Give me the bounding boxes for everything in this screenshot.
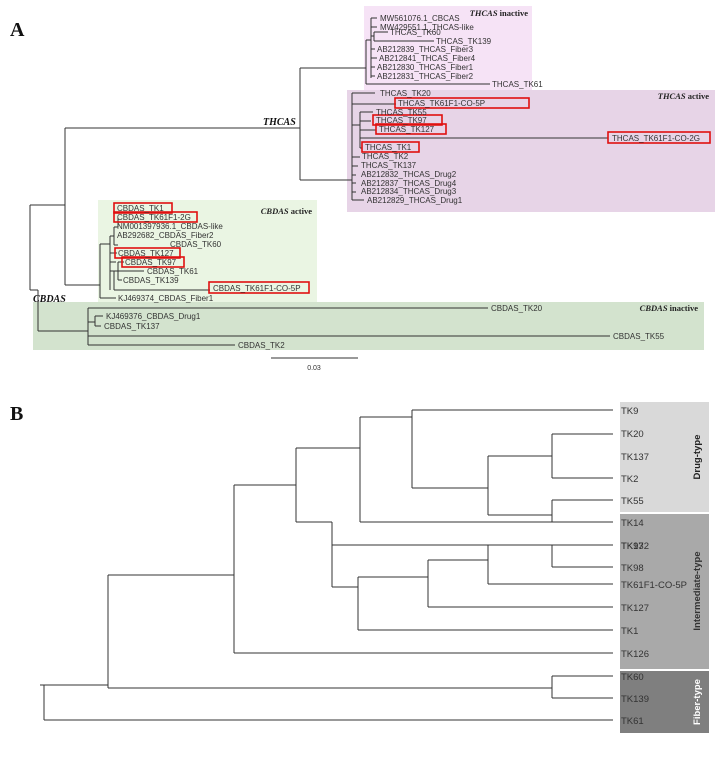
leaf-label: THCAS_TK139 (436, 37, 492, 46)
leaf-label: TK14 (621, 518, 644, 529)
thcas-active-region (347, 90, 715, 212)
leaf-label: THCAS_TK55 (376, 108, 427, 117)
leaf-label: THCAS_TK20 (380, 89, 431, 98)
leaf-label: AB212839_THCAS_Fiber3 (377, 45, 474, 54)
leaf-label: CBDAS_TK127 (118, 249, 174, 258)
highlight-cbdas-tk97 (121, 256, 185, 268)
leaf-label: KJ469376_CBDAS_Drug1 (106, 312, 201, 321)
leaf-label: TK97 (621, 541, 644, 552)
leaf-label: CBDAS_TK55 (613, 332, 665, 341)
highlight-thcas-tk61f1-2g (607, 131, 711, 144)
drug-type-box (613, 402, 709, 512)
leaf-label: CBDAS_TK61 (147, 267, 199, 276)
leaf-label: CBDAS_TK20 (491, 304, 543, 313)
leaf-label: AB212831_THCAS_Fiber2 (377, 72, 474, 81)
leaf-label: AB212829_THCAS_Drug1 (367, 196, 463, 205)
leaf-label: TK61F1-CO-5P (621, 580, 687, 591)
highlight-cbdas-tk61f1-5p (208, 281, 310, 294)
cbdas-active-region (98, 200, 317, 302)
leaf-labels-a: MW561076.1_CBCAS MW429551.1_THCAS-like T… (104, 14, 700, 350)
highlight-boxes-a (113, 97, 711, 294)
panel-b-letter: B (10, 403, 23, 425)
leaf-label: MW429551.1_THCAS-like (380, 23, 474, 32)
leaf-label: TK20 (621, 429, 644, 440)
highlight-cbdas-tk127 (114, 247, 181, 259)
drug-type-label: Drug-type (692, 435, 703, 480)
intermediate-type-label: Intermediate-type (692, 551, 703, 630)
leaf-label: TK127 (621, 603, 649, 614)
leaf-label: THCAS_TK1 (365, 143, 412, 152)
leaf-label: CBDAS_TK60 (170, 240, 222, 249)
leaf-label: TK55 (621, 496, 644, 507)
leaf-label: THCAS_TK127 (379, 125, 435, 134)
panel-a-letter: A (10, 19, 25, 41)
leaf-label: AB212832_THCAS_Drug2 (361, 170, 457, 179)
highlight-thcas-tk61f1-5p (394, 97, 530, 109)
leaf-label: THCAS_TK61F1-CO-5P (398, 99, 485, 108)
thcas-inactive-label: THCAS inactive (470, 8, 529, 18)
fiber-type-box (613, 671, 709, 733)
thcas-inactive-region (364, 6, 532, 92)
leaf-label: CBDAS_TK97 (125, 258, 177, 267)
cbdas-inactive-label: CBDAS inactive (640, 303, 699, 313)
leaf-label: KJ469374_CBDAS_Fiber1 (118, 294, 214, 303)
scale-bar-label: 0.03 (307, 365, 321, 372)
tree-b-branches (40, 409, 613, 721)
leaf-label: TK60 (621, 672, 644, 683)
leaf-label: AB212837_THCAS_Drug4 (361, 179, 457, 188)
leaf-label: AB212841_THCAS_Fiber4 (379, 54, 476, 63)
highlight-thcas-tk1 (361, 141, 420, 153)
highlight-cbdas-tk1 (113, 202, 173, 214)
leaf-label: THCAS_TK61 (492, 80, 543, 89)
fiber-type-label: Fiber-type (692, 679, 703, 725)
tree-a-branches (29, 17, 610, 346)
intermediate-type-box (613, 514, 709, 669)
leaf-label: THCAS_TK2 (362, 152, 409, 161)
leaf-label: TK2 (621, 474, 638, 485)
leaf-label: CBDAS_TK1 (117, 204, 164, 213)
leaf-label: CBDAS_TK139 (123, 276, 179, 285)
leaf-label: TK137 (621, 452, 649, 463)
leaf-label: AB292682_CBDAS_Fiber2 (117, 231, 214, 240)
leaf-label: CBDAS_TK61F1-CO-5P (213, 284, 301, 293)
leaf-label: TK126 (621, 649, 649, 660)
leaf-label: TK98 (621, 563, 644, 574)
leaf-label: CBDAS_TK137 (104, 322, 160, 331)
highlight-thcas-tk97 (372, 114, 443, 126)
leaf-label: THCAS_TK60 (390, 28, 441, 37)
leaf-label: TK9 (621, 406, 638, 417)
leaf-label: TK1 (621, 626, 638, 637)
leaf-label: THCAS_TK97 (376, 116, 427, 125)
group-box-spacer (613, 402, 620, 733)
cbdas-clade-label: CBDAS (33, 294, 66, 305)
thcas-clade-label: THCAS (263, 117, 296, 128)
leaf-label: NM001397936.1_CBDAS-like (117, 222, 223, 231)
leaf-labels-b: TK9 TK20 TK137 TK2 TK55 TK14 TK132 TK97 … (621, 406, 687, 727)
highlight-cbdas-tk61f1-2g (113, 211, 198, 223)
leaf-label: TK139 (621, 694, 649, 705)
leaf-label: THCAS_TK61F1-CO-2G (612, 134, 700, 143)
leaf-label: AB212830_THCAS_Fiber1 (377, 63, 474, 72)
leaf-label: TK132 (621, 541, 649, 552)
leaf-label: TK61 (621, 716, 644, 727)
leaf-label: AB212834_THCAS_Drug3 (361, 187, 457, 196)
thcas-active-label: THCAS active (658, 91, 709, 101)
leaf-label: CBDAS_TK2 (238, 341, 285, 350)
cbdas-inactive-region (33, 302, 704, 350)
leaf-label: MW561076.1_CBCAS (380, 14, 460, 23)
highlight-thcas-tk127 (375, 123, 447, 135)
cbdas-active-label: CBDAS active (261, 206, 312, 216)
leaf-label: THCAS_TK137 (361, 161, 417, 170)
leaf-label: CBDAS_TK61F1-2G (117, 213, 191, 222)
